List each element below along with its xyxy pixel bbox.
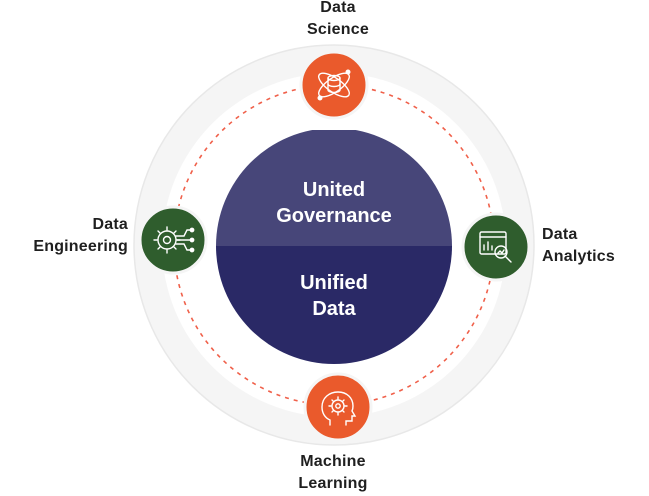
core-bottom-line2: Data (312, 298, 356, 320)
label-data-analytics: Data Analytics (542, 224, 642, 268)
core-circle: United Governance Unified Data (216, 130, 452, 364)
label-data-engineering: Data Engineering (0, 214, 128, 258)
label-data-science-line2: Science (307, 21, 369, 38)
label-machine-learning-line1: Machine (300, 453, 366, 470)
label-data-analytics-line1: Data (542, 226, 578, 243)
core-top-line1: United (303, 179, 365, 201)
label-data-science: Data Science (278, 0, 398, 41)
analytics-magnifier-icon (479, 231, 512, 263)
core-top-half (216, 130, 452, 246)
label-machine-learning: Machine Learning (273, 451, 393, 495)
node-data-analytics (461, 212, 531, 282)
gear-circuit-icon (153, 226, 195, 254)
label-data-engineering-line1: Data (92, 216, 128, 233)
node-machine-learning (303, 372, 373, 442)
brain-gear-icon (321, 391, 357, 426)
label-machine-learning-line2: Learning (298, 475, 368, 492)
core-bottom-line1: Unified (300, 272, 368, 294)
label-data-analytics-line2: Analytics (542, 248, 615, 265)
label-data-science-line1: Data (320, 0, 356, 16)
core-bottom-half (216, 246, 452, 364)
data-science-icon (317, 69, 351, 101)
node-data-science (299, 50, 369, 120)
core-top-line2: Governance (276, 205, 392, 227)
node-data-engineering (138, 205, 208, 275)
label-data-engineering-line2: Engineering (33, 238, 128, 255)
